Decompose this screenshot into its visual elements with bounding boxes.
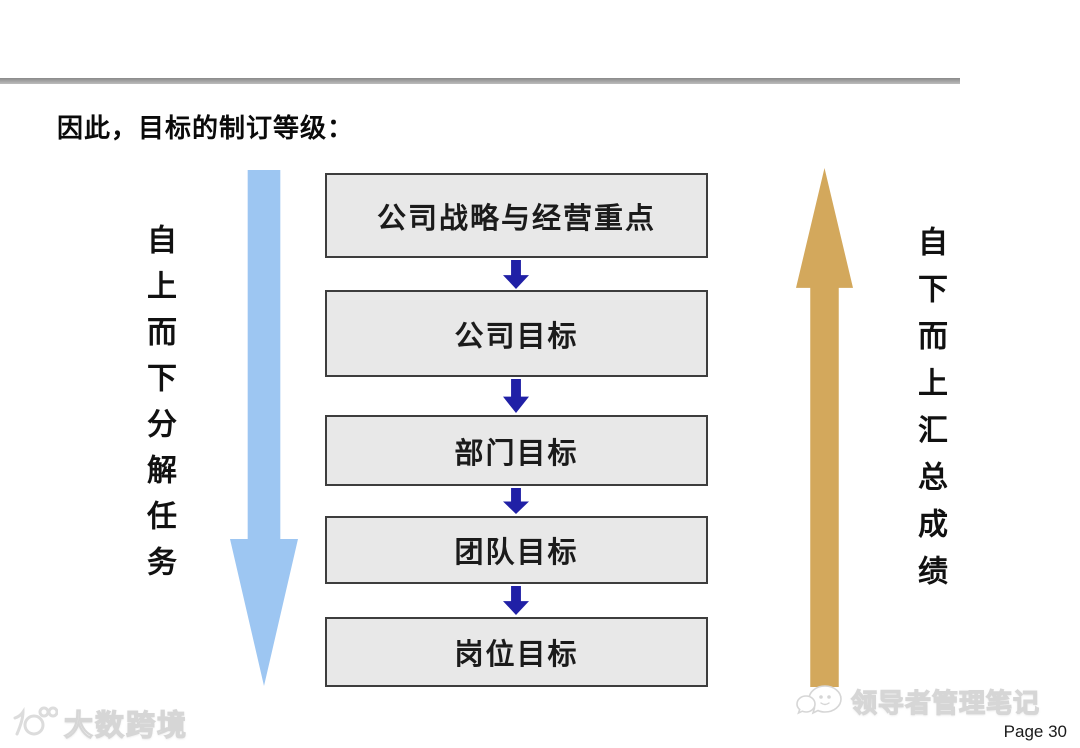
down-connector-arrow-icon xyxy=(503,488,529,514)
watermark-text: 大数跨境 xyxy=(63,709,189,742)
watermark-bottom-left: 大数跨境 xyxy=(8,702,188,744)
watermark-text: 领导者管理笔记 xyxy=(850,687,1041,718)
flow-box-position-goal: 岗位目标 xyxy=(325,617,708,687)
flow-box-team-goal: 团队目标 xyxy=(325,516,708,584)
bottom-up-label: 自下而上汇总成绩 xyxy=(913,226,946,602)
top-divider-bar xyxy=(0,78,960,84)
bottom-up-arrow-icon xyxy=(796,168,853,687)
flow-box-label: 公司目标 xyxy=(454,320,579,353)
page-number: Page 30 xyxy=(1003,722,1067,741)
page-title: 因此，目标的制订等级： xyxy=(57,113,355,143)
dashu-100-logo-icon xyxy=(13,706,58,736)
chat-bubbles-logo-icon xyxy=(796,685,842,715)
watermark-bottom-right: 领导者管理笔记 xyxy=(795,682,1040,720)
flow-box-company-goal: 公司目标 xyxy=(325,290,708,377)
flow-box-label: 部门目标 xyxy=(454,437,579,470)
flow-box-label: 公司战略与经营重点 xyxy=(376,202,656,235)
flow-box-label: 岗位目标 xyxy=(454,639,579,671)
flow-box-department-goal: 部门目标 xyxy=(325,415,708,486)
top-down-label: 自上而下分解任务 xyxy=(142,224,175,592)
down-connector-arrow-icon xyxy=(503,379,529,413)
down-connector-arrow-icon xyxy=(503,260,529,289)
flow-box-label: 团队目标 xyxy=(454,537,579,569)
down-connector-arrow-icon xyxy=(503,586,529,615)
flow-box-company-strategy: 公司战略与经营重点 xyxy=(325,173,708,258)
top-down-arrow-icon xyxy=(230,170,298,686)
